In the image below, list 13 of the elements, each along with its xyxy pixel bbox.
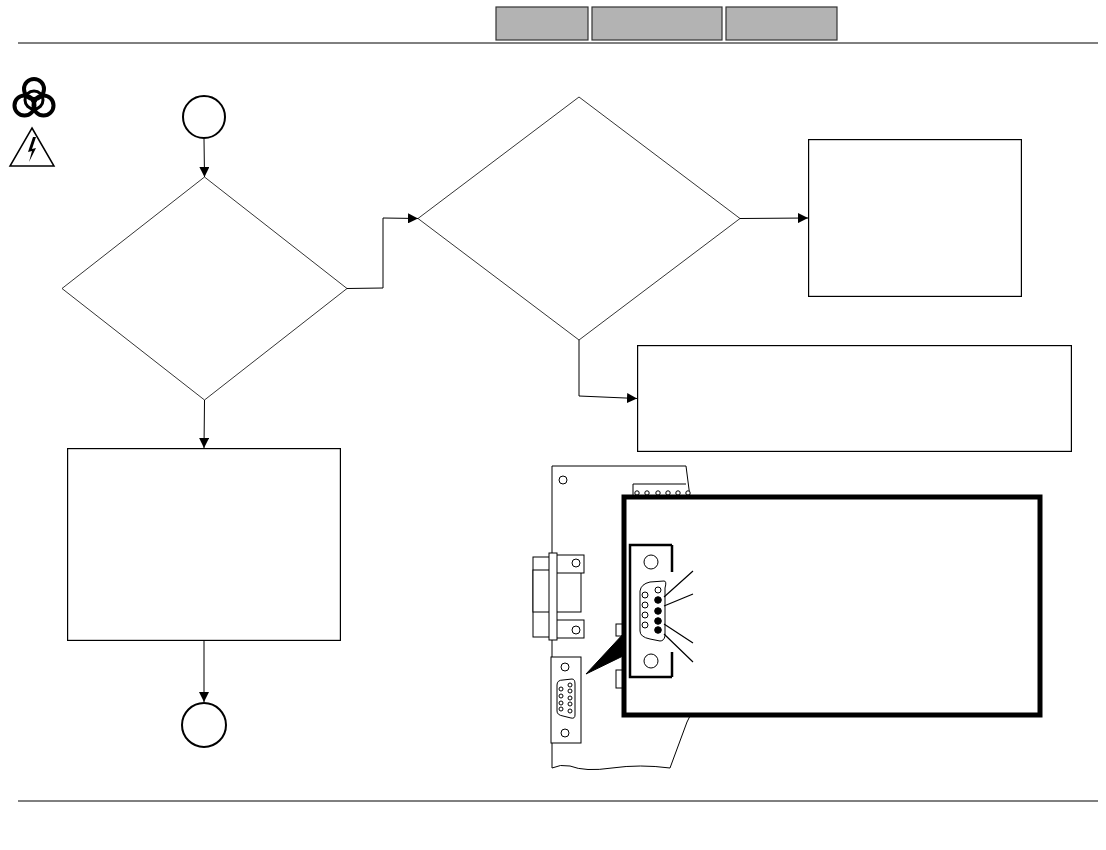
arrow: [199, 640, 209, 703]
decision-diamond: [418, 97, 740, 340]
arrow: [199, 399, 210, 449]
arrow: [199, 138, 210, 178]
arrow: [578, 339, 638, 404]
decision-diamond: [62, 177, 347, 400]
arrow: [739, 213, 809, 224]
process-box: [637, 345, 1072, 452]
process-box: [67, 448, 341, 641]
process-box: [808, 139, 1022, 297]
arrow: [346, 213, 419, 289]
connector-circle: [182, 95, 226, 139]
connector-circle: [181, 702, 227, 748]
